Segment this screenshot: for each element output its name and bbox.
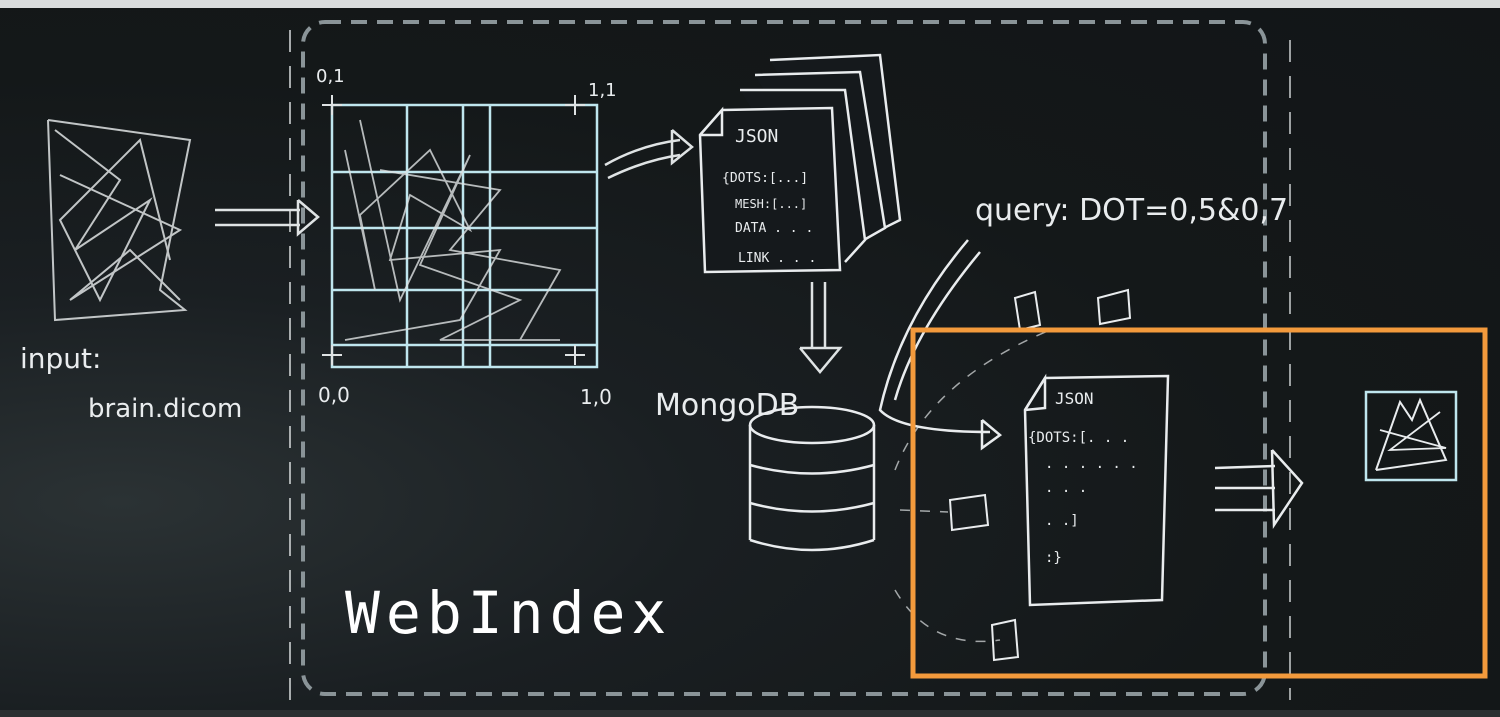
json-title: JSON <box>735 126 778 147</box>
floating-documents <box>948 288 1132 662</box>
json-field-data: DATA . . . <box>735 221 813 236</box>
result-json-row-2: . . . <box>1045 480 1087 496</box>
arrow-json-to-database <box>799 282 843 374</box>
board-bottom-edge <box>0 710 1500 717</box>
arrow-input-to-grid <box>215 199 320 237</box>
rendered-output-thumbnail <box>1364 390 1458 482</box>
result-json-close-2: :} <box>1045 550 1062 566</box>
json-field-mesh: MESH:[...] <box>735 197 807 211</box>
corner-label-top-right: 1,1 <box>588 80 617 101</box>
input-label: input: <box>20 342 101 375</box>
webindex-title: WebIndex <box>345 579 672 647</box>
corner-label-top-left: 0,1 <box>316 66 345 87</box>
query-label: query: DOT=0,5&0,7 <box>975 193 1288 228</box>
input-mesh-sketch <box>47 119 192 322</box>
result-json-title: JSON <box>1055 389 1094 408</box>
json-field-link: LINK . . . <box>738 251 816 266</box>
result-json-document <box>1023 373 1170 607</box>
database-label: MongoDB <box>655 388 799 423</box>
json-document-stack <box>698 53 902 274</box>
database-cylinder <box>748 405 876 552</box>
result-json-dots: {DOTS:[. . . <box>1028 430 1129 446</box>
corner-label-bottom-left: 0,0 <box>318 383 350 407</box>
grid-corner-marks <box>322 95 585 365</box>
highlight-box <box>910 327 1488 679</box>
dashed-connectors <box>894 329 1051 643</box>
board-top-edge <box>0 0 1500 8</box>
query-arrow <box>878 239 1003 451</box>
json-field-dots: {DOTS:[...] <box>722 171 808 186</box>
result-json-row-1: . . . . . . <box>1045 456 1138 472</box>
result-json-close-1: . .] <box>1045 513 1079 529</box>
arrow-result-to-render <box>1214 449 1304 529</box>
arrow-grid-to-json <box>604 129 694 180</box>
corner-label-bottom-right: 1,0 <box>580 385 612 409</box>
grid-mesh-sketch <box>344 119 562 341</box>
input-filename: brain.dicom <box>88 394 242 424</box>
index-grid <box>330 103 599 369</box>
